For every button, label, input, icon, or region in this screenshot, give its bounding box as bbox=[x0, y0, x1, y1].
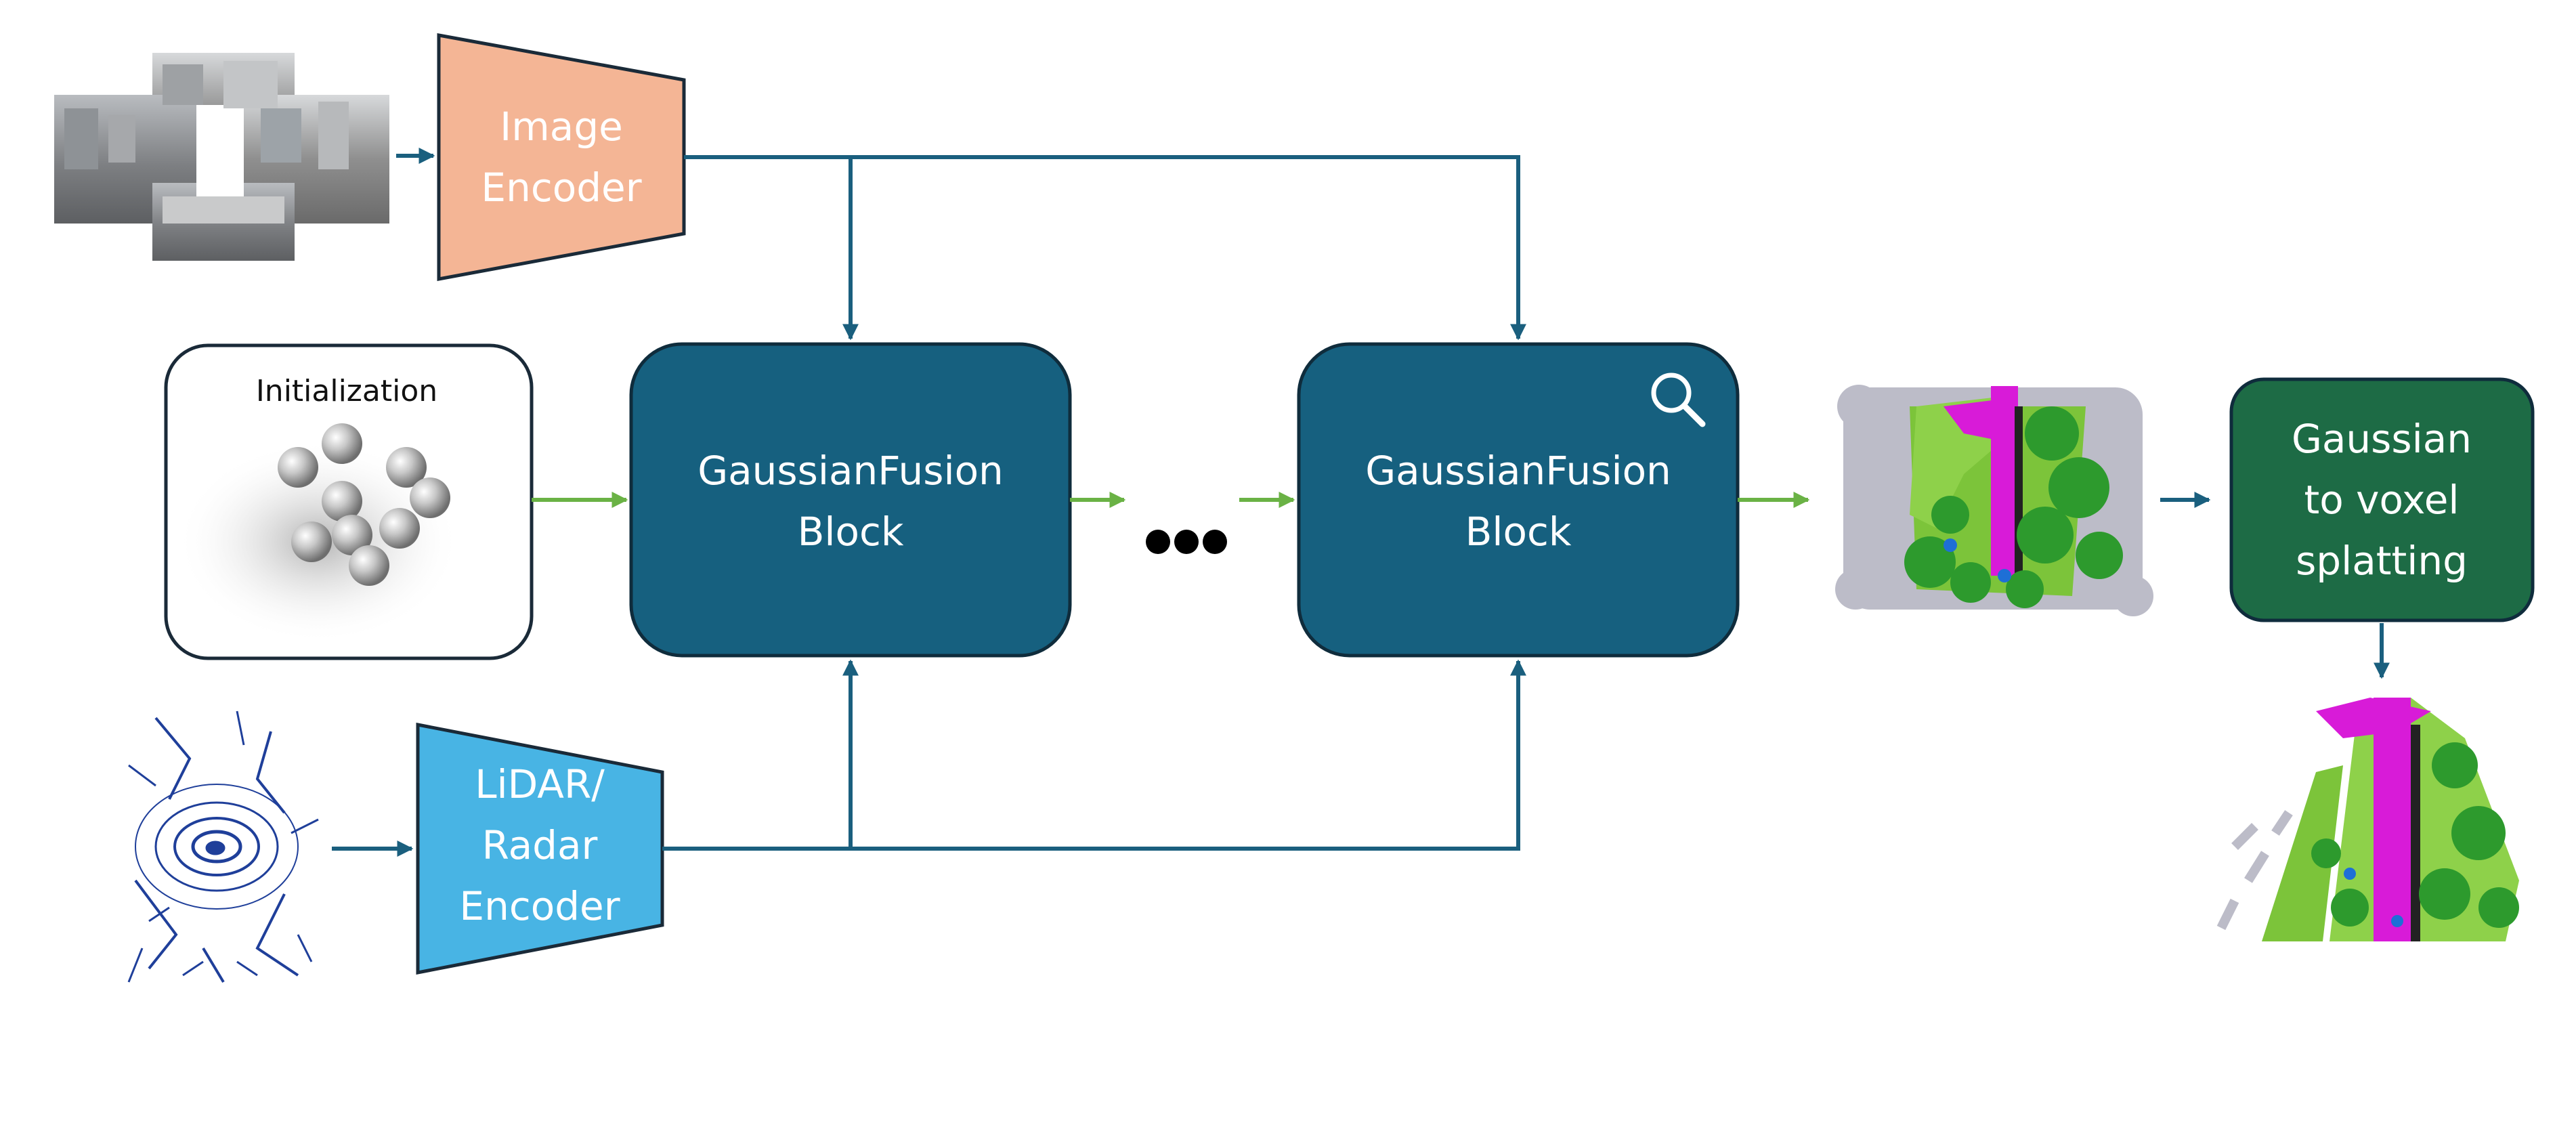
splatting-label-line2: to voxel bbox=[2304, 477, 2459, 523]
fusion-block-2-label-line1: GaussianFusion bbox=[1365, 448, 1671, 494]
lidar-encoder-label-line3: Encoder bbox=[459, 883, 620, 929]
gaussian-fusion-block-1: GaussianFusion Block bbox=[629, 342, 1072, 658]
image-encoder: Image Encoder bbox=[437, 33, 686, 282]
magnifier-icon bbox=[1651, 373, 1706, 427]
image-features-to-block-2-arrow bbox=[684, 155, 1526, 341]
lidar-point-cloud bbox=[127, 710, 319, 983]
lidar-encoder-label-line1: LiDAR/ bbox=[475, 761, 605, 807]
fusion-block-2-label-line2: Block bbox=[1465, 509, 1572, 555]
voxel-output-visualization bbox=[2201, 691, 2533, 941]
fusion-block-1-label-line1: GaussianFusion bbox=[697, 448, 1004, 494]
initialization-label: Initialization bbox=[256, 374, 437, 408]
gaussian-spheres-icon bbox=[278, 423, 450, 586]
gaussian-to-voxel-splatting-block: Gaussian to voxel splatting bbox=[2229, 377, 2535, 622]
lidar-encoder-label-line2: Radar bbox=[482, 822, 598, 868]
camera-images bbox=[54, 53, 389, 261]
splatting-label-line3: splatting bbox=[2296, 538, 2468, 584]
ellipsis-dots bbox=[1146, 530, 1227, 554]
fusion-block-1-label-line2: Block bbox=[798, 509, 904, 555]
gaussian-fusion-block-2: GaussianFusion Block bbox=[1297, 342, 1740, 658]
image-encoder-label-line1: Image bbox=[500, 104, 623, 150]
initialization-box: Initialization bbox=[164, 343, 534, 660]
lidar-radar-encoder: LiDAR/ Radar Encoder bbox=[416, 722, 664, 975]
lidar-feature-arrows bbox=[332, 492, 2390, 857]
lidar-features-to-block-2-arrow bbox=[662, 659, 1526, 851]
image-encoder-label-line2: Encoder bbox=[481, 165, 641, 211]
image-feature-arrows bbox=[396, 148, 1526, 341]
splatting-label-line1: Gaussian bbox=[2292, 416, 2472, 462]
gaussian-output-visualization bbox=[1835, 385, 2153, 616]
